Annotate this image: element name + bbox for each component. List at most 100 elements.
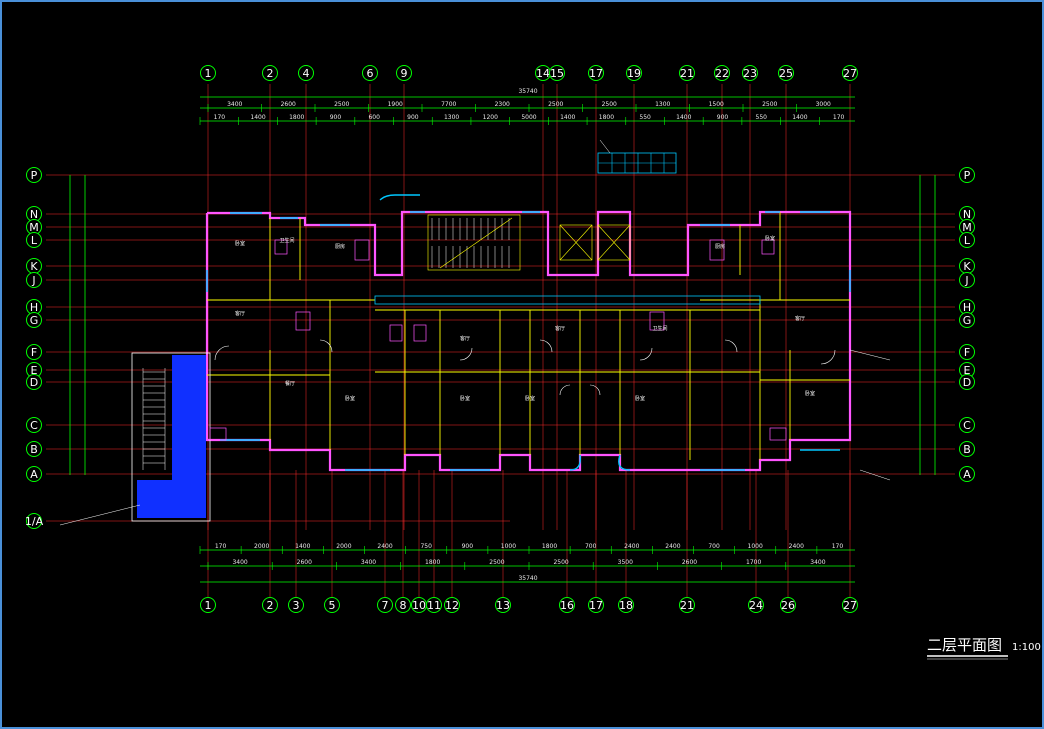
axis-bubble-label: 10	[412, 599, 426, 612]
bathroom-fixture	[389, 324, 403, 342]
axis-bubble-top: 21	[679, 65, 695, 81]
door-swing	[214, 345, 230, 361]
top-dimension-label: 2600	[281, 101, 296, 108]
bottom-dimension-label: 1800	[542, 543, 557, 550]
axis-bubble-label: P	[31, 169, 38, 182]
axis-bubble-right: B	[959, 441, 975, 457]
top-dimension-label: 550	[756, 114, 768, 121]
axis-bubble-circle	[842, 597, 858, 613]
axis-bubble-top: 9	[396, 65, 412, 81]
axis-bubble-label: 15	[550, 67, 564, 80]
top-dimension-label: 2500	[334, 101, 349, 108]
axis-bubble-label: 26	[781, 599, 795, 612]
axis-bubble-label: 19	[627, 67, 641, 80]
axis-bubble-bottom: 26	[780, 597, 796, 613]
axis-bubble-label: 18	[619, 599, 633, 612]
top-dimension-label: 1500	[709, 101, 724, 108]
bottom-dimension-label: 2500	[489, 559, 504, 566]
axis-bubble-label: 22	[715, 67, 729, 80]
axis-bubble-circle	[588, 597, 604, 613]
axis-bubble-label: C	[963, 419, 971, 432]
door-swing	[539, 339, 553, 353]
bottom-dimension-label: 1800	[425, 559, 440, 566]
axis-bubble-bottom: 27	[842, 597, 858, 613]
bottom-dimension-label: 2500	[553, 559, 568, 566]
axis-bubble-bottom: 18	[618, 597, 634, 613]
axis-bubble-label: 27	[843, 599, 857, 612]
axis-bubble-label: 24	[749, 599, 763, 612]
bottom-dimension-label: 750	[420, 543, 432, 550]
axis-bubble-label: F	[31, 346, 37, 359]
room-label: 卧室	[460, 395, 470, 402]
bathroom-fixture	[769, 427, 787, 441]
axis-bubble-label: 8	[400, 599, 407, 612]
axis-bubble-circle	[200, 597, 216, 613]
leader	[599, 139, 611, 154]
axis-bubble-top: 1	[200, 65, 216, 81]
top-dimension-label: 170	[833, 114, 845, 121]
top-dimension-label: 1200	[483, 114, 498, 121]
axis-bubble-label: 4	[303, 67, 310, 80]
balcony-fill-bottom	[137, 480, 206, 518]
door-swings	[214, 339, 836, 396]
axis-bubble-label: C	[30, 419, 38, 432]
axis-bubble-bottom: 24	[748, 597, 764, 613]
axis-bubble-right: K	[959, 258, 975, 274]
room-label: 客厅	[235, 310, 245, 317]
room-label: 厨房	[335, 243, 345, 250]
bottom-dimension-label: 2600	[297, 559, 312, 566]
axis-bubble-circle	[959, 441, 975, 457]
top-dimension-label: 900	[407, 114, 419, 121]
bottom-dimension-label: 1400	[295, 543, 310, 550]
room-label: 客厅	[795, 315, 805, 322]
top-dimension-label: 550	[639, 114, 651, 121]
elevator-shaft-2	[597, 224, 631, 261]
axis-bubble-label: J	[31, 274, 35, 287]
axis-bubble-label: 11	[427, 599, 441, 612]
axis-bubble-circle	[959, 466, 975, 482]
axis-bubble-right: P	[959, 167, 975, 183]
bottom-dimension-label: 170	[215, 543, 227, 550]
bathroom-fixture	[761, 239, 775, 255]
axis-bubble-label: G	[963, 314, 972, 327]
axis-bubble-label: A	[963, 468, 971, 481]
left-unit-outer-wall	[205, 210, 852, 472]
bottom-dimension-label: 170	[832, 543, 844, 550]
axis-bubble-label: N	[30, 208, 38, 221]
top-dimension-label: 900	[717, 114, 729, 121]
top-dimension-label: 1300	[444, 114, 459, 121]
bottom-dimension-label: 3400	[361, 559, 376, 566]
bottom-dimension-label: 2400	[624, 543, 639, 550]
axis-bubble-bottom: 2	[262, 597, 278, 613]
room-label: 卧室	[805, 390, 815, 397]
axis-bubble-circle	[959, 312, 975, 328]
axis-bubble-label: 14	[536, 67, 550, 80]
axis-bubble-label: 17	[589, 67, 603, 80]
top-dimension-label: 1400	[792, 114, 807, 121]
window-bay	[618, 454, 631, 471]
axis-bubble-circle	[959, 167, 975, 183]
balcony-fill-vertical	[172, 355, 206, 480]
top-dimension-label: 1400	[250, 114, 265, 121]
axis-bubble-bottom: 13	[495, 597, 511, 613]
axis-bubble-circle	[26, 441, 42, 457]
axis-bubble-left: A	[26, 466, 42, 482]
axis-bubble-circle	[742, 65, 758, 81]
bottom-dimension-label: 2400	[789, 543, 804, 550]
axis-bubble-left: L	[26, 232, 42, 248]
building-walls	[205, 210, 852, 472]
bottom-dimension-label: 700	[708, 543, 720, 550]
room-label: 卫生间	[652, 325, 667, 332]
axis-bubble-label: 21	[680, 599, 694, 612]
top-dimension-label: 2300	[495, 101, 510, 108]
axis-bubble-top: 27	[842, 65, 858, 81]
axis-bubble-circle	[26, 167, 42, 183]
top-dimension-label: 2500	[762, 101, 777, 108]
axis-bubble-top: 23	[742, 65, 758, 81]
axis-bubble-label: 1	[205, 67, 212, 80]
axis-bubble-right: A	[959, 466, 975, 482]
bathroom-fixture	[274, 239, 288, 255]
top-dimension-label: 1400	[560, 114, 575, 121]
axis-bubble-label: P	[964, 169, 971, 182]
axis-bubble-label: 13	[496, 599, 510, 612]
